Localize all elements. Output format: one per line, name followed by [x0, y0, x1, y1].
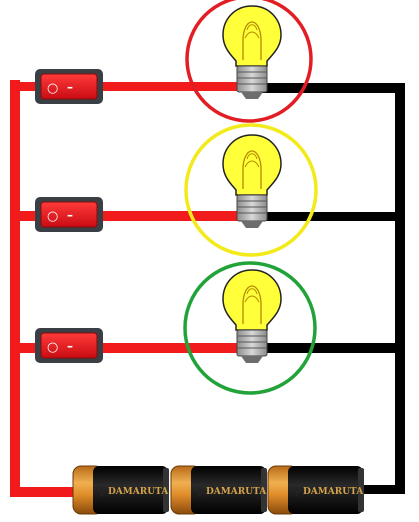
- negative-bottom-wire: [355, 485, 405, 494]
- switch-1[interactable]: ○ –: [35, 69, 103, 104]
- switch-3-off-symbol: –: [67, 339, 73, 353]
- battery-1-brand: DAMARUTA: [108, 487, 169, 497]
- battery-2-brand: DAMARUTA: [206, 487, 267, 497]
- wiring: [10, 80, 405, 497]
- branch-3-negative-wire: [262, 343, 405, 353]
- battery-3-plus: +: [290, 482, 303, 501]
- battery-3: + DAMARUTA: [267, 465, 364, 515]
- bulb-1-ring: [185, 0, 313, 123]
- battery-2: + DAMARUTA: [170, 465, 267, 515]
- negative-rail: [395, 83, 405, 493]
- branch-1-negative-wire: [262, 83, 405, 93]
- bulb-3-ring: [183, 261, 317, 395]
- positive-bottom-wire: [10, 487, 80, 497]
- battery-1: + DAMARUTA: [72, 465, 169, 515]
- lightbulb-icon: [222, 134, 282, 228]
- bulb-2: [184, 123, 318, 257]
- switch-2[interactable]: ○ –: [35, 197, 103, 232]
- branch-2-positive-wire: [10, 211, 242, 221]
- switch-3-on-symbol: ○: [47, 340, 58, 355]
- switch-2-on-symbol: ○: [47, 209, 58, 224]
- bulb-3: [183, 261, 317, 395]
- switch-3[interactable]: ○ –: [35, 328, 103, 363]
- bulb-1: [185, 0, 313, 123]
- switch-1-off-symbol: –: [67, 80, 73, 94]
- branch-2-negative-wire: [262, 212, 405, 221]
- positive-rail: [10, 80, 20, 497]
- branch-3-positive-wire: [10, 343, 242, 353]
- bulb-2-ring: [184, 123, 318, 257]
- lightbulb-icon: [222, 5, 282, 99]
- switch-1-on-symbol: ○: [47, 81, 58, 96]
- battery-2-plus: +: [193, 482, 206, 501]
- branch-1-positive-wire: [10, 82, 242, 91]
- lightbulb-icon: [222, 269, 282, 363]
- battery-3-brand: DAMARUTA: [303, 487, 364, 497]
- switch-2-off-symbol: –: [67, 208, 73, 222]
- battery-1-plus: +: [95, 482, 108, 501]
